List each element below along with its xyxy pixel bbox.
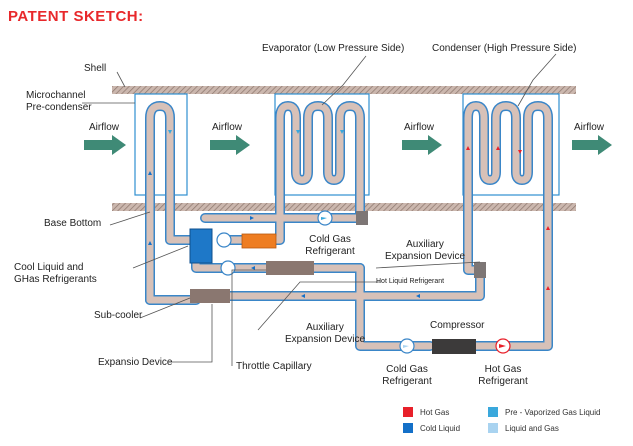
airflow-arrow-1 (84, 135, 126, 155)
label-cold-gas-bottom-1: Cold Gas (386, 364, 428, 375)
label-pre-condenser: Pre-condenser (26, 102, 92, 113)
legend-swatch-liquid-gas (488, 423, 498, 433)
label-expansio-device: Expansio Device (98, 357, 173, 368)
legend-label-cold-liquid: Cold Liquid (420, 424, 461, 433)
page-title: PATENT SKETCH: (8, 8, 144, 25)
label-auxiliary-expansion-b-2: Expansion Device (284, 334, 366, 345)
label-airflow-4: Airflow (574, 122, 605, 133)
label-auxiliary-expansion-b-1: Auxiliary (306, 322, 344, 333)
label-cool-liquid-2: GHas Refrigerants (14, 274, 97, 285)
legend-label-hot-gas: Hot Gas (420, 408, 450, 417)
shell-bottom-band (112, 203, 576, 211)
label-auxiliary-expansion-1: Auxiliary (406, 239, 444, 250)
label-hot-gas-bottom-1: Hot Gas (484, 364, 522, 375)
compressor-block (432, 339, 476, 354)
sight-glass-left-2 (220, 260, 236, 276)
label-compressor: Compressor (430, 320, 485, 331)
label-throttle-capillary: Throttle Capillary (236, 361, 312, 372)
flow-marker-pre-vapor (168, 130, 344, 134)
label-base-bottom: Base Bottom (44, 218, 102, 229)
legend-label-liquid-gas: Liquid and Gas (505, 424, 559, 433)
cool-liquid-block (189, 228, 213, 264)
label-cold-gas-bottom-2: Refrigerant (382, 376, 432, 387)
airflow-arrows (84, 135, 612, 155)
sight-glass-left-1 (216, 232, 232, 248)
refrigerant-pipes (145, 101, 553, 351)
auxiliary-expansion-valve-right (474, 262, 486, 278)
legend-swatch-cold-liquid (403, 423, 413, 433)
label-evaporator: Evaporator (Low Pressure Side) (262, 43, 405, 54)
auxiliary-expansion-valve-top (356, 211, 368, 225)
label-hot-gas-bottom-2: Refrigerant (478, 376, 528, 387)
label-cold-gas-refrigerant-2: Refrigerant (305, 246, 355, 257)
label-condenser: Condenser (High Pressure Side) (432, 43, 577, 54)
label-cold-gas-refrigerant-1: Cold Gas (309, 234, 351, 245)
pre-condenser-frame (134, 93, 188, 196)
label-airflow-2: Airflow (212, 122, 243, 133)
shell-top-band (112, 86, 576, 94)
legend-swatch-hot-gas (403, 407, 413, 417)
expansion-orange-device (241, 233, 277, 249)
label-auxiliary-expansion-2: Expansion Device (384, 251, 466, 262)
label-sub-cooler: Sub-cooler (94, 310, 143, 321)
legend-swatch-pre-vaporized (488, 407, 498, 417)
legend-label-pre-vaporized: Pre - Vaporized Gas Liquid (505, 408, 601, 417)
airflow-arrow-3 (402, 135, 442, 155)
label-shell: Shell (84, 63, 107, 74)
airflow-arrow-2 (210, 135, 250, 155)
label-airflow-3: Airflow (404, 122, 435, 133)
label-hot-liquid-refrigerant: Hot Liquid Refrigerant (376, 278, 445, 285)
sub-cooler-block (190, 289, 230, 303)
leader-lines (82, 53, 557, 366)
airflow-arrow-4 (572, 135, 612, 155)
throttle-capillary-block (266, 261, 314, 275)
label-microchannel: Microchannel (26, 90, 86, 101)
label-cool-liquid-1: Cool Liquid and (14, 262, 84, 273)
label-airflow-1: Airflow (89, 122, 120, 133)
